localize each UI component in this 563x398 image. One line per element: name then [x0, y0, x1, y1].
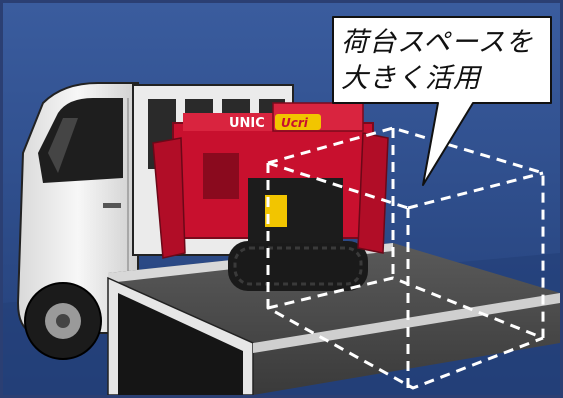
- outrigger-right: [357, 132, 389, 254]
- front-wheel-center: [56, 314, 70, 328]
- crane-warning-label: [265, 195, 287, 227]
- dashed-inner-link: [267, 161, 409, 210]
- callout-line-1: 荷台スペースを: [341, 27, 534, 58]
- cab-window-reflection: [48, 118, 78, 173]
- truck-crane-scene: UNIC Ucri: [3, 3, 560, 395]
- bed-edge: [253, 293, 560, 353]
- dashed-front-box: [266, 163, 544, 390]
- dashed-floor-line: [267, 276, 544, 340]
- dashed-back-box: [267, 126, 545, 338]
- truck-bed: [107, 243, 560, 395]
- truck-cab: [16, 82, 139, 360]
- dashed-space-outline: [266, 126, 545, 390]
- callout-text: 荷台スペースを 大きく活用: [341, 25, 541, 97]
- outrigger-left: [152, 137, 186, 259]
- crawler-track: [228, 241, 368, 291]
- callout-bubble: [332, 16, 552, 186]
- dashed-mid-face: [407, 171, 544, 210]
- crawler-track-treads: [233, 246, 363, 286]
- crane-model-badge: Ucri: [281, 116, 309, 130]
- bed-front-panel-shadow: [118, 293, 243, 395]
- callout-line-2: 大きく活用: [341, 63, 481, 94]
- cab-door-handle: [103, 203, 121, 208]
- crane-badge-bg: [275, 114, 321, 130]
- crane-control-panel: [203, 153, 239, 199]
- crane-engine: [248, 178, 343, 243]
- crane-brand-label: UNIC: [229, 116, 265, 131]
